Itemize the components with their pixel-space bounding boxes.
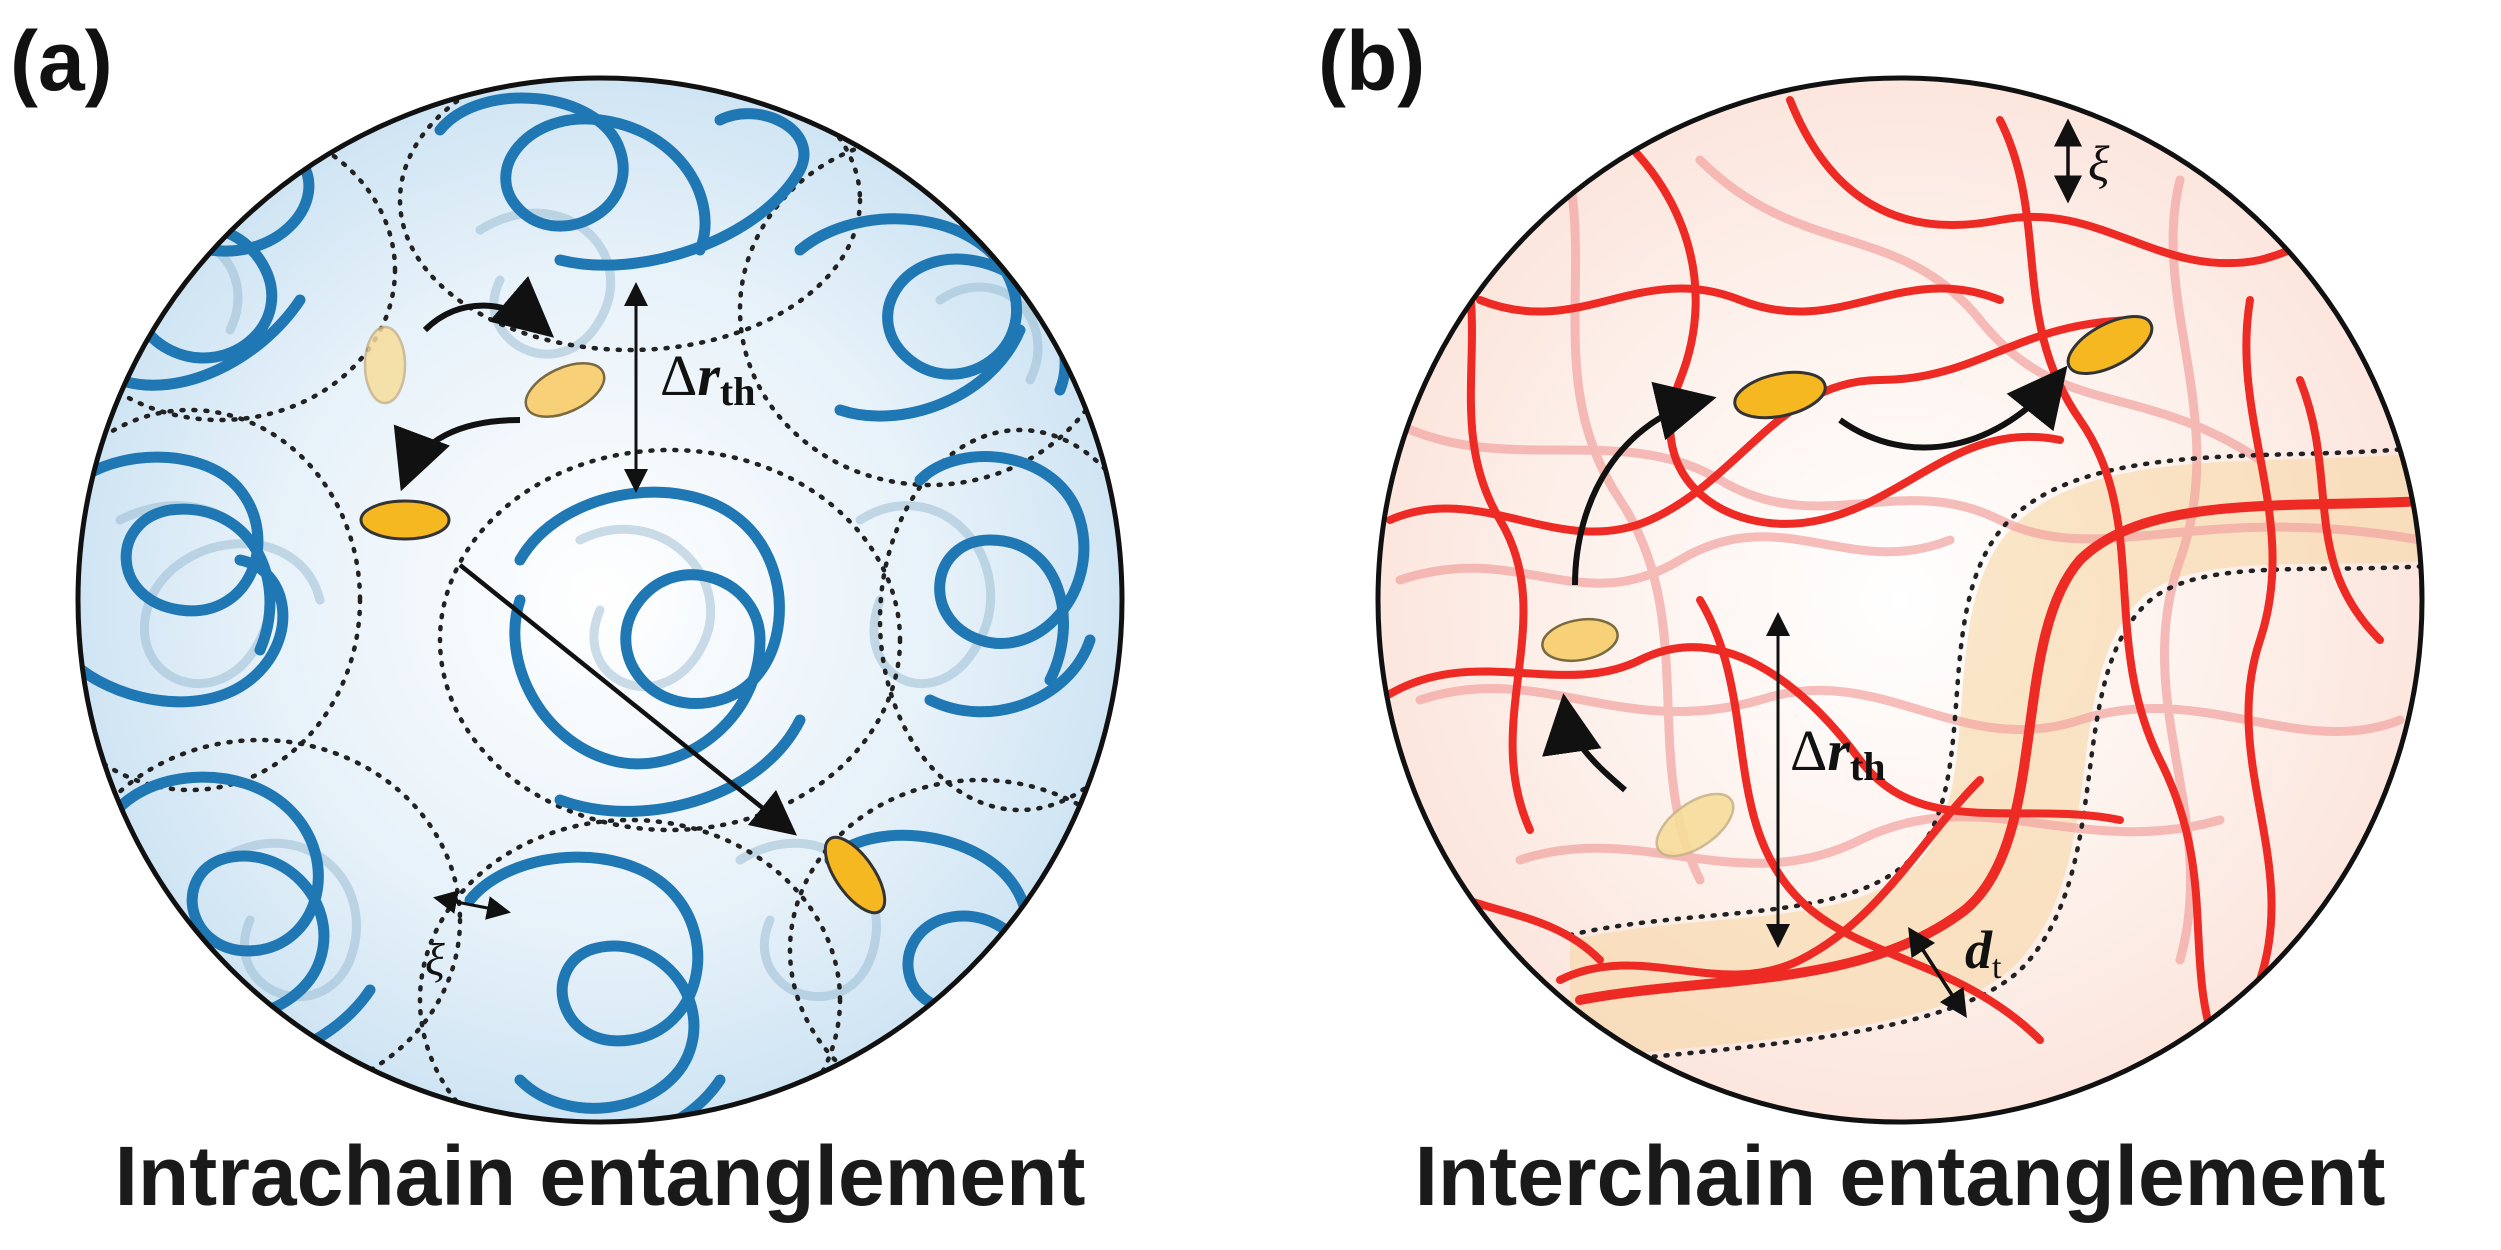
hop-arrow-1 [422, 275, 555, 338]
probe-faded-1 [363, 325, 407, 405]
panel-a-arrows [393, 275, 798, 920]
xi-arrow [433, 890, 511, 920]
dt-arrow [1908, 927, 1967, 1018]
tube-region [1570, 450, 2422, 1060]
caption-b: Interchain entanglement [1415, 1129, 2386, 1223]
hop-arrow-b3 [1838, 365, 2068, 451]
probe-faded-2 [524, 362, 606, 418]
hop-arrow-b1 [1542, 693, 1627, 793]
panel-b-outline [1375, 75, 2425, 1125]
panel-a-outline [75, 75, 1125, 1125]
probe-b-2 [1733, 370, 1827, 420]
long-jump-arrow [458, 563, 798, 836]
dt-label: dt [1965, 920, 2002, 986]
probe-2 [823, 835, 887, 915]
panel-a-chains [78, 78, 1122, 1122]
panel-b-background [1378, 78, 2422, 1122]
probe-faded-b [1655, 792, 1735, 858]
hop-arrow-b2 [1572, 381, 1717, 586]
panel-b-arrows [1542, 118, 2082, 1018]
xi-label-a: ξ [425, 934, 445, 985]
panel-b-label: (b) [1318, 14, 1425, 108]
probe-b-1 [1541, 617, 1619, 663]
panel-a: (a) [10, 14, 1125, 1223]
probe-b-3 [2066, 315, 2154, 375]
delta-r-th-label-a: Δrth [660, 343, 755, 414]
delta-r-th-label-b: Δrth [1790, 718, 1885, 789]
panel-b: (b) [1318, 14, 2425, 1223]
panel-a-label: (a) [10, 14, 113, 108]
probe-1 [359, 499, 451, 541]
tube-chain [1575, 495, 2422, 1005]
xi-label-b: ξ [2088, 135, 2110, 191]
panel-a-probes [359, 325, 887, 915]
hop-arrow-2 [393, 417, 521, 492]
caption-a: Intrachain entanglement [115, 1129, 1086, 1223]
panel-b-probes [1541, 315, 2154, 858]
